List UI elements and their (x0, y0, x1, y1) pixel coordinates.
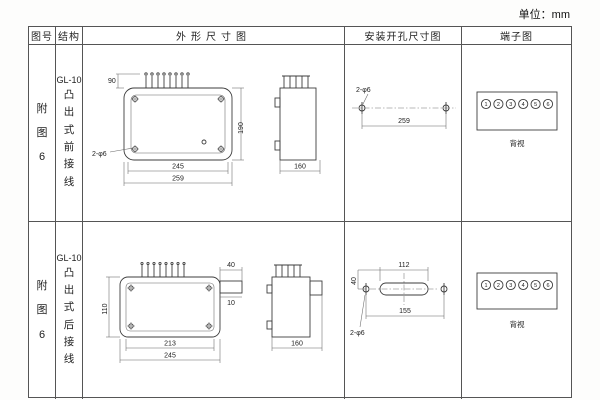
model-row1: GL-10 (56, 75, 82, 86)
header-terminal-label: 端子图 (500, 32, 533, 43)
dim-label: 90 (108, 78, 116, 85)
relay-front-outline (119, 276, 220, 338)
terminal-number: 5 (534, 283, 537, 289)
fig-no-row1-text: 附图6 (36, 102, 48, 164)
header-outline: 外形尺寸图 (83, 27, 345, 45)
terminal-block-outline (476, 272, 558, 310)
dim-label: 190 (238, 122, 245, 134)
terminal-block-outline (476, 91, 558, 130)
dim-label: 10 (227, 300, 235, 307)
dim-label: 40 (351, 277, 358, 285)
terminal-cell-row1: 1 2 3 4 5 6 背视 (462, 45, 571, 222)
header-fig-no: 图号 (29, 27, 56, 45)
outline-cell-row2: 40 10 110 213 245 160 (83, 222, 345, 399)
dim-label: 155 (399, 308, 411, 315)
relay-front-outline (123, 87, 232, 160)
dim-label: 245 (172, 163, 184, 170)
dim-label: 245 (164, 353, 176, 360)
dim-label: 40 (227, 262, 235, 269)
dimension-lines (105, 267, 322, 363)
fig-no-row2: 附图6 (29, 222, 56, 399)
structure-row2: GL-10 凸出式后接线 (56, 222, 83, 399)
header-structure: 结构 (56, 27, 83, 45)
top-terminals (139, 261, 186, 277)
mounting-drawing-rear-wiring: 112 40 155 2-φ6 (350, 262, 447, 337)
model-row2: GL-10 (56, 252, 82, 263)
header-mounting-label: 安装开孔尺寸图 (364, 32, 442, 43)
dim-label: 110 (102, 303, 109, 314)
terminal-view-note: 背视 (510, 319, 525, 329)
structure-row1: GL-10 凸出式前接线 (56, 45, 83, 222)
hole-centerlines (130, 94, 225, 153)
terminal-number: 5 (534, 102, 537, 108)
terminal-view-note: 背视 (510, 138, 525, 148)
header-structure-label: 结构 (58, 32, 80, 43)
dimension-lines (357, 267, 444, 328)
header-outline-label: 外形尺寸图 (176, 32, 251, 43)
terminal-number: 2 (497, 102, 500, 108)
header-terminal: 端子图 (462, 27, 571, 45)
terminal-number: 4 (522, 102, 525, 108)
fig-no-row2-text: 附图6 (36, 280, 48, 341)
terminal-circles (480, 98, 554, 109)
relay-front-inner (125, 282, 214, 332)
mounting-holes (131, 95, 224, 152)
fig-no-row1: 附图6 (29, 45, 56, 222)
dimension-lines (361, 93, 446, 129)
terminal-diagram-front-wiring: 1 2 3 4 5 6 背视 (476, 91, 558, 148)
dim-label: 160 (294, 163, 306, 170)
dim-label: 160 (291, 341, 303, 348)
dimension-lines (109, 73, 320, 186)
terminal-number: 1 (484, 283, 487, 289)
outline-drawing-rear-wiring: 40 10 110 213 245 160 (102, 261, 322, 363)
header-mounting: 安装开孔尺寸图 (345, 27, 462, 45)
hole-centerlines (126, 284, 213, 330)
outline-cell-row1: 90 190 245 259 160 2-φ6 (83, 45, 345, 222)
terminal-number: 6 (546, 283, 549, 289)
relay-front-inner (130, 94, 225, 153)
dim-label: 2-φ6 (350, 330, 365, 337)
terminal-number: 3 (509, 283, 512, 289)
relay-side-outline (271, 276, 310, 338)
terminal-cell-row2: 1 2 3 4 5 6 背视 (462, 222, 571, 399)
structure-row1-text: 凸出式前接线 (63, 89, 75, 188)
top-terminals (143, 71, 190, 88)
terminal-diagram-rear-wiring: 1 2 3 4 5 6 背视 (476, 272, 558, 329)
terminal-number: 4 (522, 283, 525, 289)
terminal-number: 1 (484, 102, 487, 108)
dim-label: 2-φ6 (92, 151, 107, 158)
terminal-number: 3 (509, 102, 512, 108)
terminal-circles (480, 279, 554, 291)
relay-side-outline (279, 87, 316, 160)
structure-row2-text: 凸出式后接线 (63, 266, 75, 366)
rear-terminal-block (219, 280, 242, 294)
dim-label: 112 (398, 262, 409, 269)
terminal-number: 6 (546, 102, 549, 108)
mounting-cell-row1: 259 2-φ6 (345, 45, 462, 222)
header-fig-no-label: 图号 (31, 32, 53, 43)
dim-label: 259 (172, 175, 184, 182)
side-terminals (266, 264, 322, 330)
outline-drawing-front-wiring: 90 190 245 259 160 2-φ6 (92, 71, 320, 186)
terminal-number: 2 (497, 283, 500, 289)
spec-table: 图号 结构 外形尺寸图 安装开孔尺寸图 端子图 附图6 GL-10 凸出式前接线 (28, 26, 572, 399)
mounting-drawing-front-wiring: 259 2-φ6 (351, 87, 456, 129)
side-terminals (274, 75, 310, 150)
unit-label: 单位：mm (518, 9, 570, 21)
dim-label: 2-φ6 (356, 87, 371, 94)
mounting-cell-row2: 112 40 155 2-φ6 (345, 222, 462, 399)
dim-label: 213 (164, 341, 176, 348)
mounting-holes (127, 285, 212, 329)
dim-label: 259 (398, 118, 410, 125)
